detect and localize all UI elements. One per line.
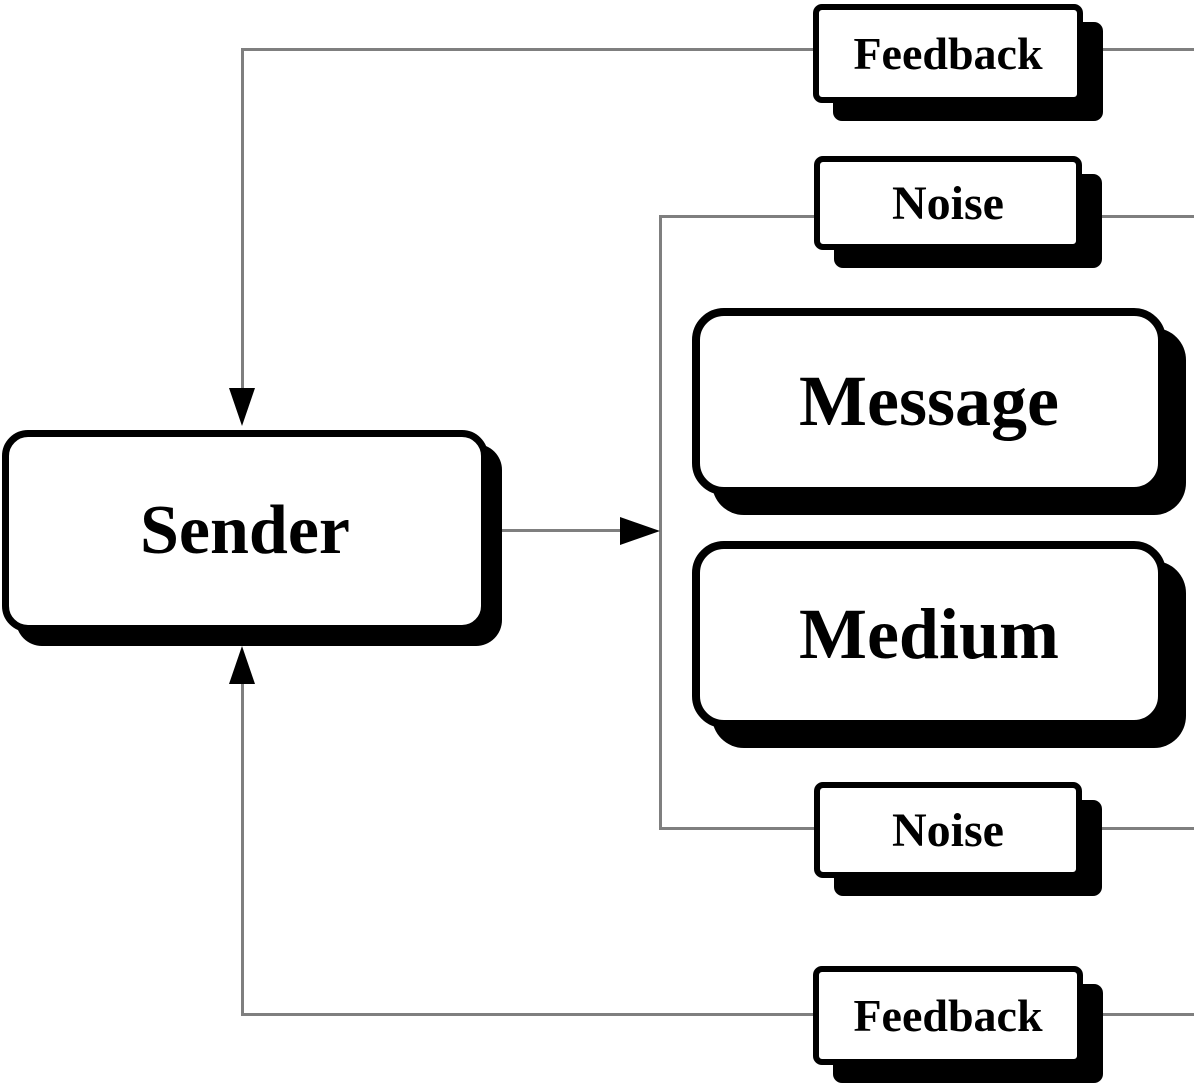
node-feedback-top: Feedback <box>813 4 1083 103</box>
sender-label: Sender <box>140 492 350 569</box>
node-feedback-bottom: Feedback <box>813 966 1083 1065</box>
arrowhead-right-from-sender <box>620 517 660 545</box>
node-noise-bottom: Noise <box>814 782 1082 878</box>
channel-vertical-line <box>659 215 662 830</box>
noise-bottom-label: Noise <box>892 803 1004 857</box>
feedback-top-label: Feedback <box>853 28 1043 79</box>
arrowhead-up-into-sender <box>229 646 255 684</box>
feedback-top-vertical-line <box>241 48 244 388</box>
noise-top-label: Noise <box>892 176 1004 230</box>
medium-label: Medium <box>799 594 1059 674</box>
node-message: Message <box>692 308 1166 495</box>
node-sender: Sender <box>2 430 488 632</box>
feedback-bottom-vertical-line <box>241 684 244 1016</box>
node-medium: Medium <box>692 541 1166 728</box>
feedback-top-line <box>241 48 1194 51</box>
arrowhead-down-into-sender <box>229 388 255 426</box>
feedback-bottom-label: Feedback <box>853 990 1043 1041</box>
message-label: Message <box>799 361 1059 441</box>
node-noise-top: Noise <box>814 156 1082 250</box>
sender-output-line <box>488 529 622 532</box>
feedback-bottom-line <box>241 1013 1194 1016</box>
